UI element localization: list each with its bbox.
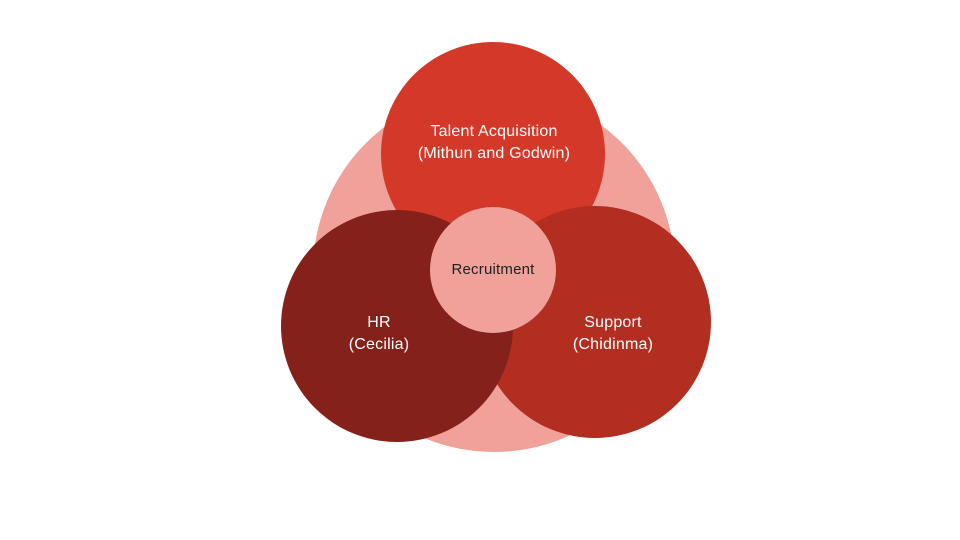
talent-acquisition-label-line1: Talent Acquisition <box>430 123 558 140</box>
hr-label-line2: (Cecilia) <box>348 336 410 353</box>
hr-label-line1: HR <box>367 314 391 331</box>
hr-label: HR (Cecilia) <box>349 312 409 356</box>
support-label-line1: Support <box>584 314 642 331</box>
support-label-line2: (Chidinma) <box>572 336 654 353</box>
talent-acquisition-label-line2: (Mithun and Godwin) <box>417 145 571 162</box>
recruitment-center-circle <box>430 207 556 333</box>
support-label: Support (Chidinma) <box>573 312 653 356</box>
recruitment-label: Recruitment <box>451 261 535 278</box>
talent-acquisition-label: Talent Acquisition (Mithun and Godwin) <box>418 121 570 165</box>
